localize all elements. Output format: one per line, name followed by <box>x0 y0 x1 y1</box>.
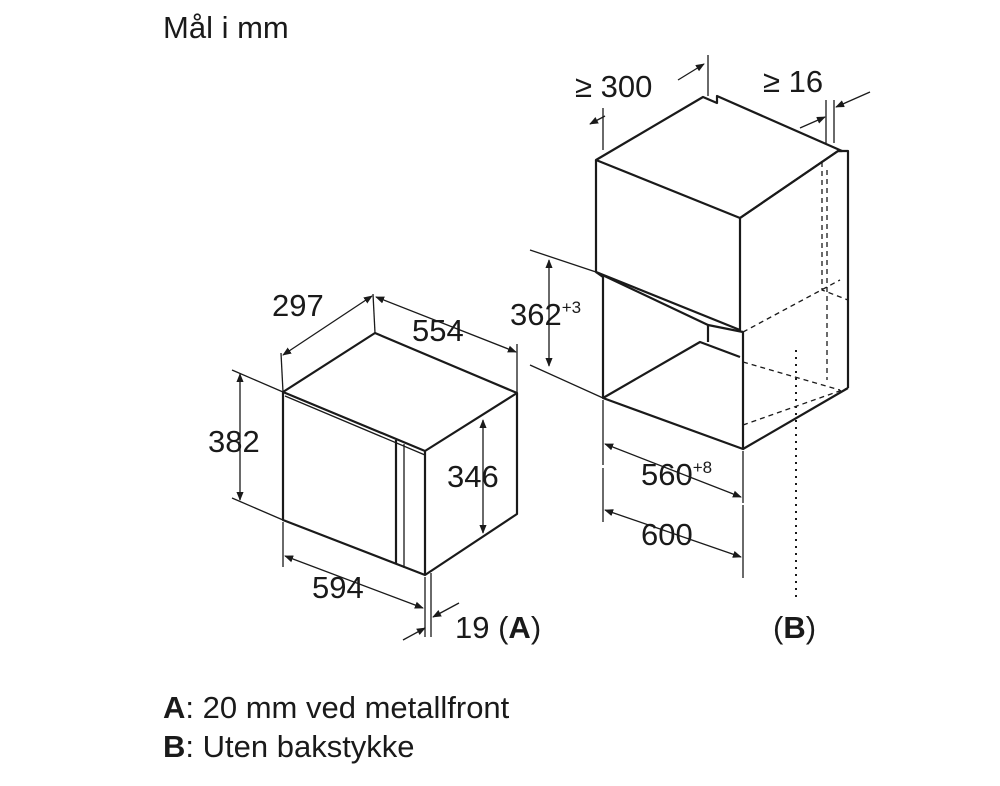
dim-cabinet-width: 600 <box>641 517 693 552</box>
dim-niche-width-tol: +8 <box>693 458 712 477</box>
legend-text-a: : 20 mm ved metallfront <box>185 690 510 725</box>
dim-door-height: 346 <box>447 459 499 494</box>
dim-rear-clearance: ≥ 300 <box>575 69 652 104</box>
dim-niche-height-tol: +3 <box>562 298 581 317</box>
note-ref-close: ) <box>531 610 541 645</box>
diagram-title: Mål i mm <box>163 10 289 45</box>
legend-text-b: : Uten bakstykke <box>185 729 415 764</box>
dim-niche-width-label: 560+8 <box>641 457 712 492</box>
cabinet-outline <box>594 94 850 451</box>
dim-niche-height-label: 362+3 <box>510 297 581 332</box>
dim-niche-height: 362 <box>510 297 562 332</box>
cabinet-dimension-lines <box>529 55 871 600</box>
legend-key-b: B <box>163 729 186 764</box>
note-ref-b-close: ) <box>806 610 816 645</box>
dim-front-offset: 19 <box>455 610 489 645</box>
dim-top-clearance: ≥ 16 <box>763 64 823 99</box>
dim-depth: 297 <box>272 288 324 323</box>
appliance-dimension-labels: 297 554 382 346 594 19 (A) <box>208 288 541 645</box>
legend-key-a: A <box>163 690 186 725</box>
legend-item-a: A: 20 mm ved metallfront <box>163 690 509 726</box>
appliance-outline <box>281 331 519 577</box>
dim-height: 382 <box>208 424 260 459</box>
legend-item-b: B: Uten bakstykke <box>163 729 415 765</box>
note-ref-b-label: (B) <box>773 610 816 645</box>
note-ref-a: A <box>508 610 530 645</box>
dim-front-offset-label: 19 (A) <box>455 610 541 645</box>
note-ref-open: ( <box>489 610 509 645</box>
note-ref-b-open: ( <box>773 610 784 645</box>
dim-niche-width: 560 <box>641 457 693 492</box>
appliance-dimension-lines <box>231 293 518 641</box>
dim-front-width: 594 <box>312 570 364 605</box>
dim-width: 554 <box>412 313 464 348</box>
cabinet-dimension-labels: ≥ 300 ≥ 16 362+3 560+8 600 (B) <box>510 64 823 645</box>
note-ref-b: B <box>783 610 805 645</box>
